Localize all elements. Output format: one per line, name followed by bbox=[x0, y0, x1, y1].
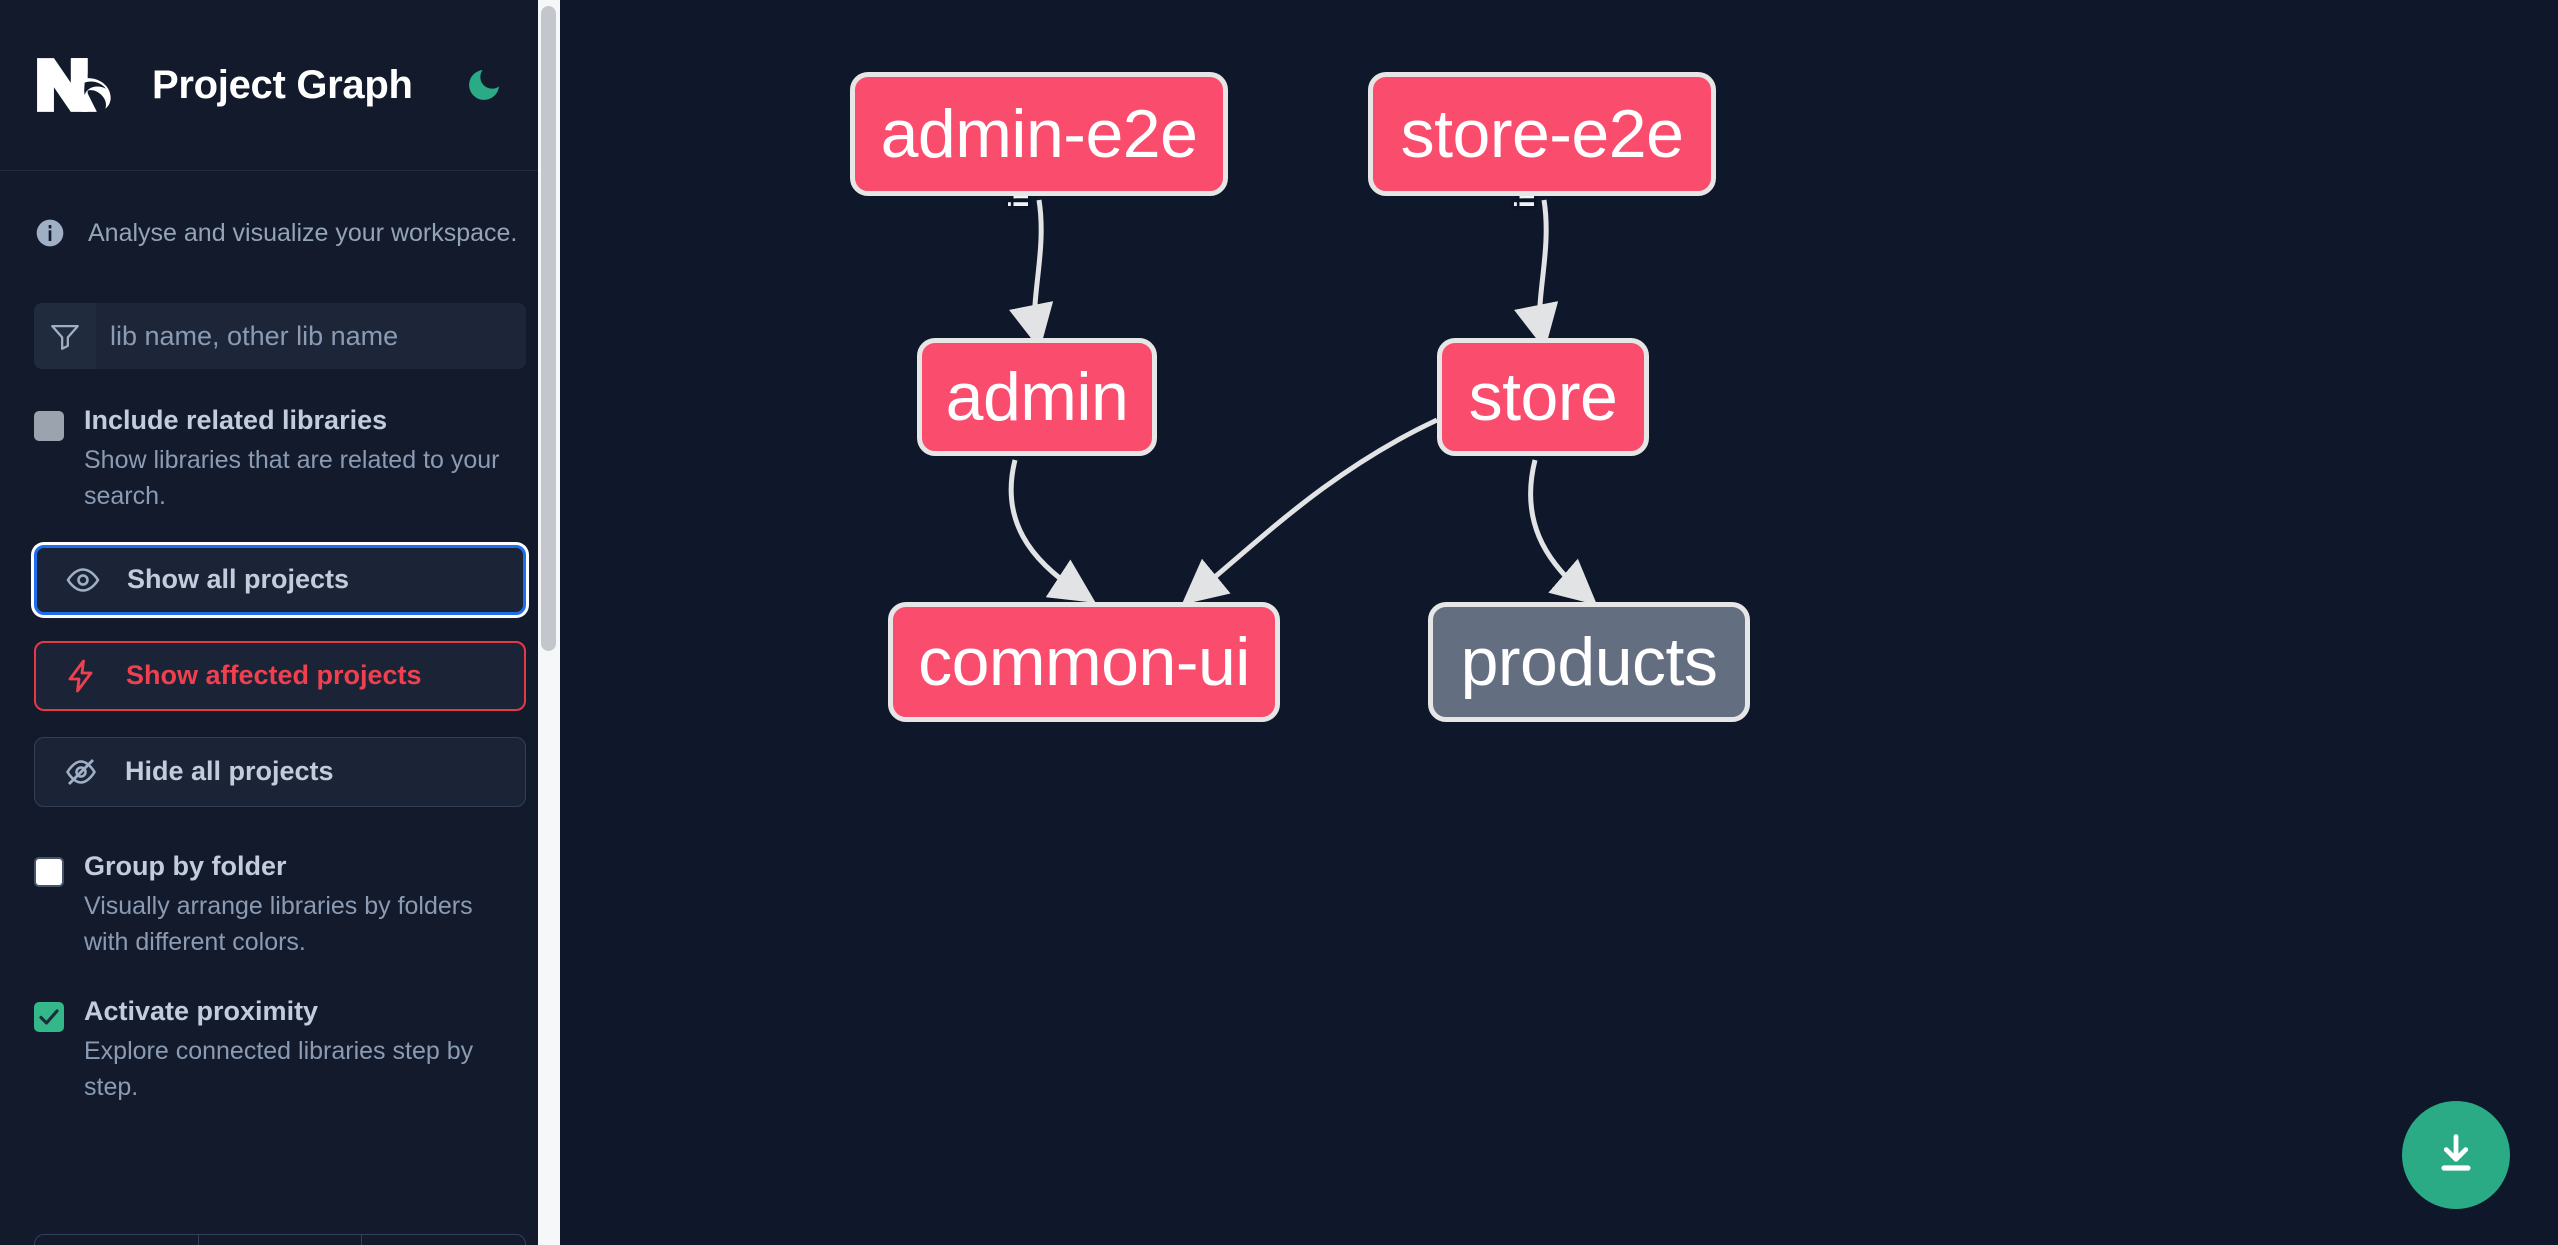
sidebar: Project Graph Analyse and visualize your… bbox=[0, 0, 560, 1245]
hide-all-projects-button[interactable]: Hide all projects bbox=[34, 736, 526, 807]
option-title: Activate proximity bbox=[84, 996, 319, 1027]
filter-icon bbox=[34, 303, 96, 369]
option-title: Include related libraries bbox=[84, 405, 388, 435]
show-all-projects-button[interactable]: Show all projects bbox=[34, 544, 526, 615]
bottom-segmented-control[interactable] bbox=[34, 1234, 526, 1245]
graph-node-common-ui[interactable]: common-ui bbox=[888, 602, 1280, 722]
download-graph-button[interactable] bbox=[2402, 1101, 2510, 1209]
graph-node-store[interactable]: store bbox=[1437, 338, 1649, 456]
show-affected-projects-button[interactable]: Show affected projects bbox=[34, 640, 526, 711]
workspace-hint: Analyse and visualize your workspace. bbox=[34, 171, 526, 249]
sidebar-header: Project Graph bbox=[0, 0, 560, 171]
segment-3[interactable] bbox=[362, 1235, 525, 1245]
option-include-related-libraries[interactable]: Include related libraries Show libraries… bbox=[34, 405, 526, 515]
segment-2[interactable] bbox=[199, 1235, 363, 1245]
option-description: Show libraries that are related to your … bbox=[84, 446, 500, 511]
option-activate-proximity[interactable]: Activate proximity Explore connected lib… bbox=[34, 996, 526, 1106]
workspace-hint-text: Analyse and visualize your workspace. bbox=[88, 218, 518, 247]
nx-logo-icon bbox=[34, 55, 126, 115]
option-group-by-folder[interactable]: Group by folder Visually arrange librari… bbox=[34, 851, 526, 961]
moon-icon[interactable] bbox=[461, 62, 507, 108]
search-input[interactable] bbox=[96, 303, 526, 369]
search-bar[interactable] bbox=[34, 303, 526, 369]
info-icon bbox=[34, 217, 66, 249]
eye-icon bbox=[65, 562, 101, 598]
group-by-folder-checkbox[interactable] bbox=[34, 856, 64, 887]
graph-node-admin-e2e[interactable]: admin-e2e bbox=[850, 72, 1228, 196]
graph-canvas[interactable]: implicit implicit admin-e2e store-e2e ad… bbox=[560, 0, 2558, 1245]
check-icon bbox=[39, 1009, 59, 1025]
show-all-projects-label: Show all projects bbox=[127, 564, 350, 595]
sidebar-body: Analyse and visualize your workspace. In… bbox=[0, 171, 560, 1106]
option-description: Visually arrange libraries by folders wi… bbox=[84, 891, 473, 956]
activate-proximity-checkbox[interactable] bbox=[34, 1002, 64, 1033]
sidebar-scrollbar-thumb[interactable] bbox=[541, 6, 556, 651]
segment-1[interactable] bbox=[35, 1235, 199, 1245]
graph-node-admin[interactable]: admin bbox=[917, 338, 1157, 456]
lightning-icon bbox=[64, 658, 100, 694]
include-related-libraries-checkbox[interactable] bbox=[34, 411, 64, 441]
eye-slash-icon bbox=[63, 754, 99, 790]
graph-edges bbox=[1008, 199, 1598, 606]
page-title: Project Graph bbox=[152, 62, 413, 107]
option-description: Explore connected libraries step by step… bbox=[84, 1037, 474, 1102]
option-title: Group by folder bbox=[84, 850, 287, 881]
graph-node-store-e2e[interactable]: store-e2e bbox=[1368, 72, 1716, 196]
sidebar-scrollbar[interactable] bbox=[538, 0, 560, 1245]
graph-node-products[interactable]: products bbox=[1428, 602, 1750, 722]
hide-all-projects-label: Hide all projects bbox=[125, 756, 334, 787]
download-icon bbox=[2441, 1134, 2471, 1171]
show-affected-projects-label: Show affected projects bbox=[126, 660, 422, 691]
